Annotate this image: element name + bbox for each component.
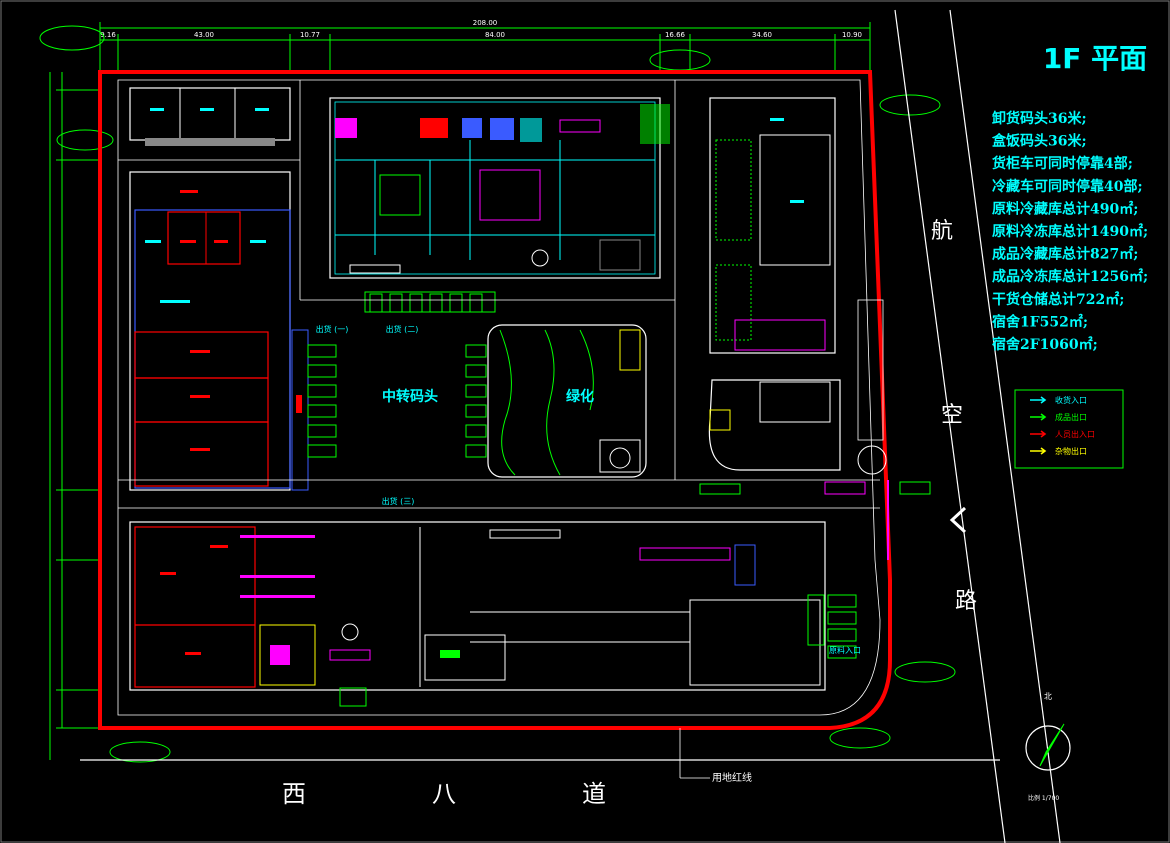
street-lines [80, 9, 1061, 843]
legend-arrow-icon [1030, 447, 1047, 455]
transfer-dock-trucks [307, 293, 487, 458]
summary-list: 卸货码头36米; 盒饭码头36米; 货柜车可同时停靠4部; 冷藏车可同时停靠40部; 原… [991, 110, 1148, 353]
inner-site-road [117, 79, 881, 716]
zone-greenery: 绿化 [566, 388, 594, 405]
dim-label-1: 9.16 [100, 31, 116, 39]
legend-label: 杂物出口 [1055, 446, 1087, 456]
top-dimension-chain [99, 22, 871, 70]
survey-markers [39, 25, 956, 763]
north-label: 北 [1044, 692, 1052, 701]
zone-exit-1: 出货 (一) [316, 324, 349, 334]
summary-line: 卸货码头36米; [992, 110, 1087, 127]
legend-label: 收货入口 [1055, 395, 1087, 405]
legend-arrow-icon [1030, 396, 1047, 404]
dim-label-4: 84.00 [485, 31, 505, 39]
building-left-cold-store [129, 171, 309, 491]
property-boundary [98, 70, 892, 730]
building-top-centre [329, 97, 670, 313]
scale-label: 比例 1/700 [1028, 794, 1059, 802]
summary-line: 宿舍1F552㎡; [992, 313, 1088, 330]
north-arrow: 北 [1025, 692, 1071, 771]
dim-label-3: 10.77 [300, 31, 320, 39]
legend-arrow-icon [1030, 430, 1047, 438]
north-arrow-icon [1039, 723, 1065, 767]
summary-line: 成品冷冻库总计1256㎡; [992, 268, 1148, 285]
summary-line: 成品冷藏库总计827㎡; [992, 246, 1138, 263]
zone-transfer-dock: 中转码头 [382, 388, 438, 405]
legend-label: 成品出口 [1055, 412, 1087, 422]
summary-line: 冷藏车可同时停靠40部; [992, 178, 1143, 195]
dim-label-6: 34.60 [752, 31, 772, 39]
legend-frame [1014, 389, 1124, 469]
summary-line: 原料冷冻库总计1490㎡; [992, 223, 1148, 240]
dim-label-2: 43.00 [194, 31, 214, 39]
road-east-char-1: 航 [931, 219, 953, 244]
legend-arrow-icon [1030, 413, 1047, 421]
building-top-left [129, 87, 291, 146]
dim-overall-label: 208.00 [473, 19, 498, 27]
drawing-title: 1F 平面 [1043, 42, 1147, 75]
summary-line: 宿舍2F1060㎡; [992, 336, 1098, 353]
road-trucks [699, 480, 931, 560]
zone-exit-3: 出货 (三) [382, 496, 415, 506]
greenery-area [487, 324, 647, 478]
property-line-label: 用地红线 [712, 771, 752, 784]
summary-line: 货柜车可同时停靠4部; [991, 155, 1133, 172]
internal-roads [118, 80, 880, 779]
road-south-char-1: 西 [282, 780, 306, 808]
dim-label-7: 10.90 [842, 31, 862, 39]
summary-line: 原料冷藏库总计490㎡; [992, 200, 1138, 217]
dim-label-5: 16.66 [665, 31, 686, 39]
building-bottom-factory [129, 521, 857, 707]
summary-line: 盒饭码头36米; [991, 133, 1087, 150]
zone-exit-2: 出货 (二) [386, 324, 419, 334]
legend-label: 人员出入口 [1055, 429, 1095, 439]
entrance-arrow-icon [949, 506, 967, 534]
road-south-char-2: 八 [432, 780, 456, 808]
left-dimension-chain [49, 72, 100, 760]
summary-line: 干货仓储总计722㎡; [992, 291, 1124, 308]
road-east-char-3: 路 [955, 589, 977, 614]
zone-raw-entry: 原料入口 [829, 645, 861, 655]
building-right-dormitory [708, 97, 887, 475]
north-circle [1025, 725, 1071, 771]
top-dimension-labels: 9.16 43.00 10.77 84.00 16.66 34.60 10.90… [100, 19, 862, 39]
road-south-char-3: 道 [582, 780, 606, 808]
road-east-char-2: 空 [941, 403, 963, 428]
